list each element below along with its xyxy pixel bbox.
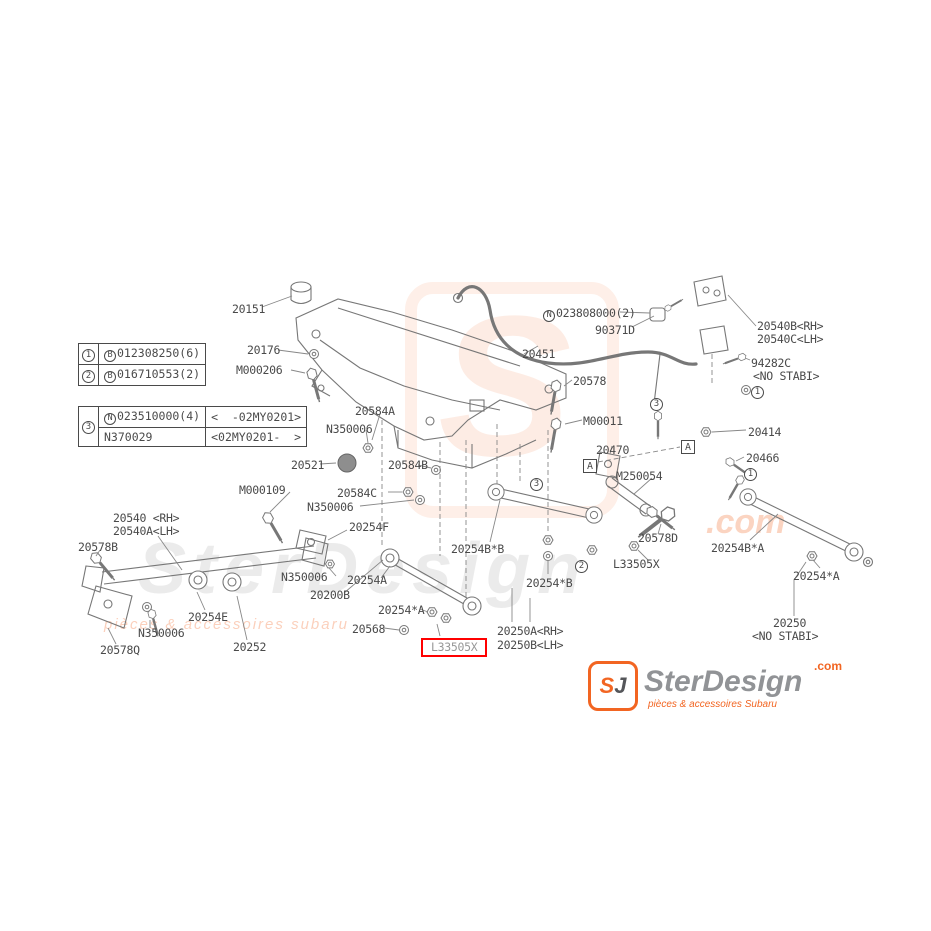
prefix-circle-n-icon: N [104,412,116,425]
callout-number: 1 [744,468,757,481]
part-label: 20250A<RH> [497,624,564,638]
part-label: 20578Q [100,643,140,657]
callout-number: 1 [751,386,764,399]
callout-number: 3 [530,478,543,491]
part-label: 20540B<RH> [757,319,824,333]
part-label: 20254*A [378,603,425,617]
part-label: <NO STABI> [753,369,820,383]
part-label: M000206 [236,363,283,377]
part-label: 20578B [78,540,118,554]
leader-lines [95,294,821,645]
brand-tagline: pièces & accessoires Subaru [648,699,777,710]
brand-tld: .com [814,659,843,673]
part-label: 20451 [522,347,556,361]
links-and-arms-drawing [81,451,874,629]
part-label: 94282C [751,356,791,370]
prefix-circle-b-icon: B [104,349,116,362]
part-label: 20151 [232,302,266,316]
fasteners-drawing [87,296,818,639]
callout-number: 3 [650,398,663,411]
legend-row: N370029 <02MY0201- > [79,426,308,447]
highlighted-part-label: L33505X [421,638,488,657]
part-label: L33505X [613,557,660,571]
part-label: 20521 [291,458,325,472]
part-label: N350006 [281,570,328,584]
part-label: N350006 [138,626,185,640]
part-label: 20540C<LH> [757,332,824,346]
callout-number: 2 [82,370,95,383]
part-label: 20470 [596,443,630,457]
prefix-circle-b-icon: B [104,370,116,383]
part-label: M00011 [583,414,623,428]
part-label: 20176 [247,343,281,357]
part-number: N370029 [97,426,207,447]
part-label: 20252 [233,640,267,654]
part-label: 20254*B [526,576,573,590]
part-label: 20254E [188,610,228,624]
part-label: <NO STABI> [752,629,819,643]
part-label: 20254F [349,520,389,534]
brand-name: SterDesign [644,665,803,698]
section-marker-box: A [681,440,695,454]
callout-number: 2 [575,560,588,573]
part-label: 20578 [573,374,607,388]
part-label: 20584B [388,458,428,472]
callout-number: 3 [82,421,95,435]
model-year-range: < -02MY0201> [205,406,308,428]
part-label: 20254B*B [451,542,504,556]
part-label: 20584C [337,486,377,500]
part-label: N350006 [307,500,354,514]
part-label: 20540A<LH> [113,524,180,538]
part-label: 20250 [773,616,807,630]
prefix-circle-icon: N [543,309,555,322]
section-marker-box: A [583,459,597,473]
assembly-axis-lines [381,354,713,600]
callout-number: 1 [82,349,95,362]
part-label: 20414 [748,425,782,439]
part-number: 012308250(6) [117,346,201,361]
part-label: 20584A [355,404,395,418]
part-label: M250054 [616,469,663,483]
part-label: 20250B<LH> [497,638,564,652]
part-number: 023510000(4) [117,409,201,423]
part-label: 20254*A [793,569,840,583]
part-label: 20466 [746,451,780,465]
part-label: 20540 <RH> [113,511,180,525]
subframe-drawing [290,281,567,469]
part-label: N350006 [326,422,373,436]
model-year-range: <02MY0201- > [205,426,308,447]
part-label: M000109 [239,483,286,497]
part-label: 20578D [638,531,678,545]
stabilizer-bar-drawing [452,275,729,405]
part-label: 90371D [595,323,635,337]
logo-letter-s: S [599,673,615,698]
part-label: 20254B*A [711,541,764,555]
part-number: 016710553(2) [117,367,201,382]
part-label: 20568 [352,622,386,636]
logo-letter-j: J [614,673,627,698]
part-label: 20254A [347,573,387,587]
part-label: 20200B [310,588,350,602]
